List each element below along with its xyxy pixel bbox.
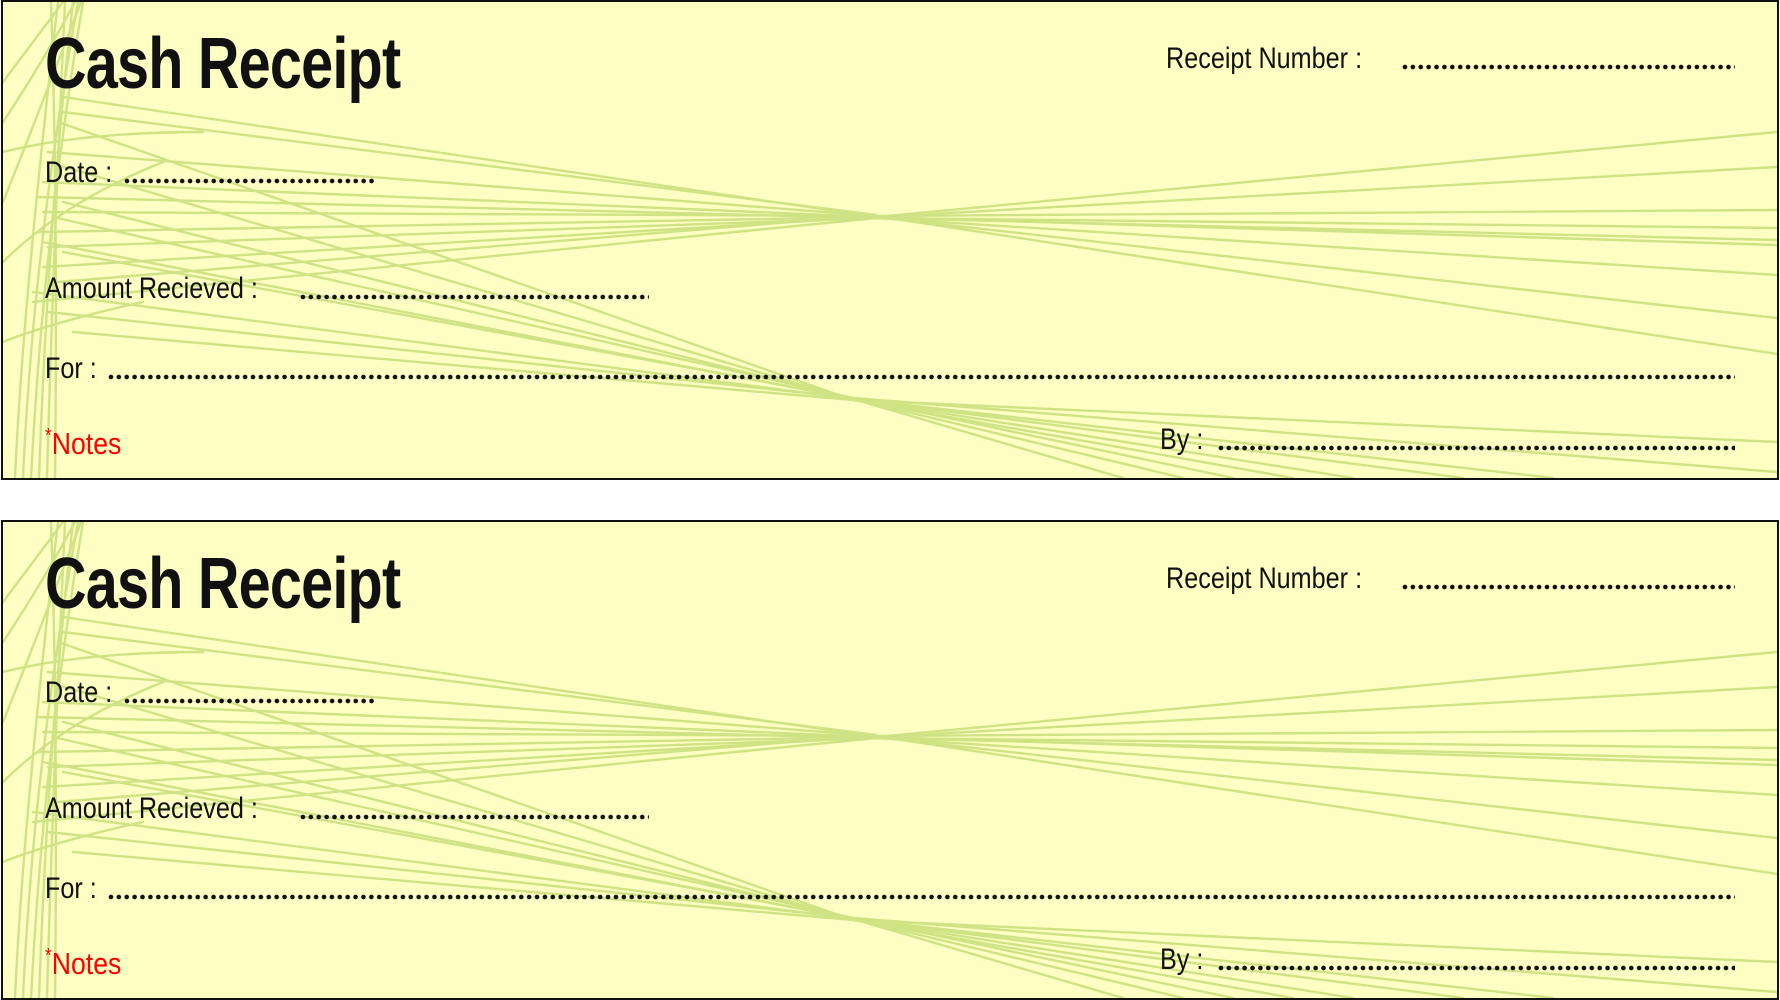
notes-label: *Notes [45, 946, 121, 979]
date-label: Date : [45, 156, 113, 189]
by-label: By : [1160, 943, 1204, 976]
receipt-title: Cash Receipt [45, 24, 401, 104]
amount-received-field[interactable] [299, 814, 649, 820]
notes-asterisk: * [45, 945, 52, 967]
receipt-title: Cash Receipt [45, 544, 401, 624]
for-field[interactable] [107, 374, 1735, 380]
receipt-number-field[interactable] [1401, 64, 1735, 70]
for-label: For : [45, 352, 97, 385]
date-field[interactable] [123, 178, 377, 184]
receipt-number-field[interactable] [1401, 584, 1735, 590]
for-label: For : [45, 872, 97, 905]
cash-receipt-1: Cash Receipt Receipt Number : Date : Amo… [1, 0, 1779, 480]
by-field[interactable] [1217, 965, 1735, 971]
cash-receipt-2: Cash Receipt Receipt Number : Date : Amo… [1, 520, 1779, 1000]
amount-received-field[interactable] [299, 294, 649, 300]
by-label: By : [1160, 423, 1204, 456]
notes-label: *Notes [45, 426, 121, 459]
notes-asterisk: * [45, 425, 52, 447]
amount-received-label: Amount Recieved : [45, 272, 258, 305]
date-field[interactable] [123, 698, 377, 704]
for-field[interactable] [107, 894, 1735, 900]
date-label: Date : [45, 676, 113, 709]
receipt-number-label: Receipt Number : [1166, 42, 1363, 75]
by-field[interactable] [1217, 445, 1735, 451]
amount-received-label: Amount Recieved : [45, 792, 258, 825]
notes-text: Notes [51, 946, 122, 981]
receipt-number-label: Receipt Number : [1166, 562, 1363, 595]
notes-text: Notes [51, 426, 122, 461]
